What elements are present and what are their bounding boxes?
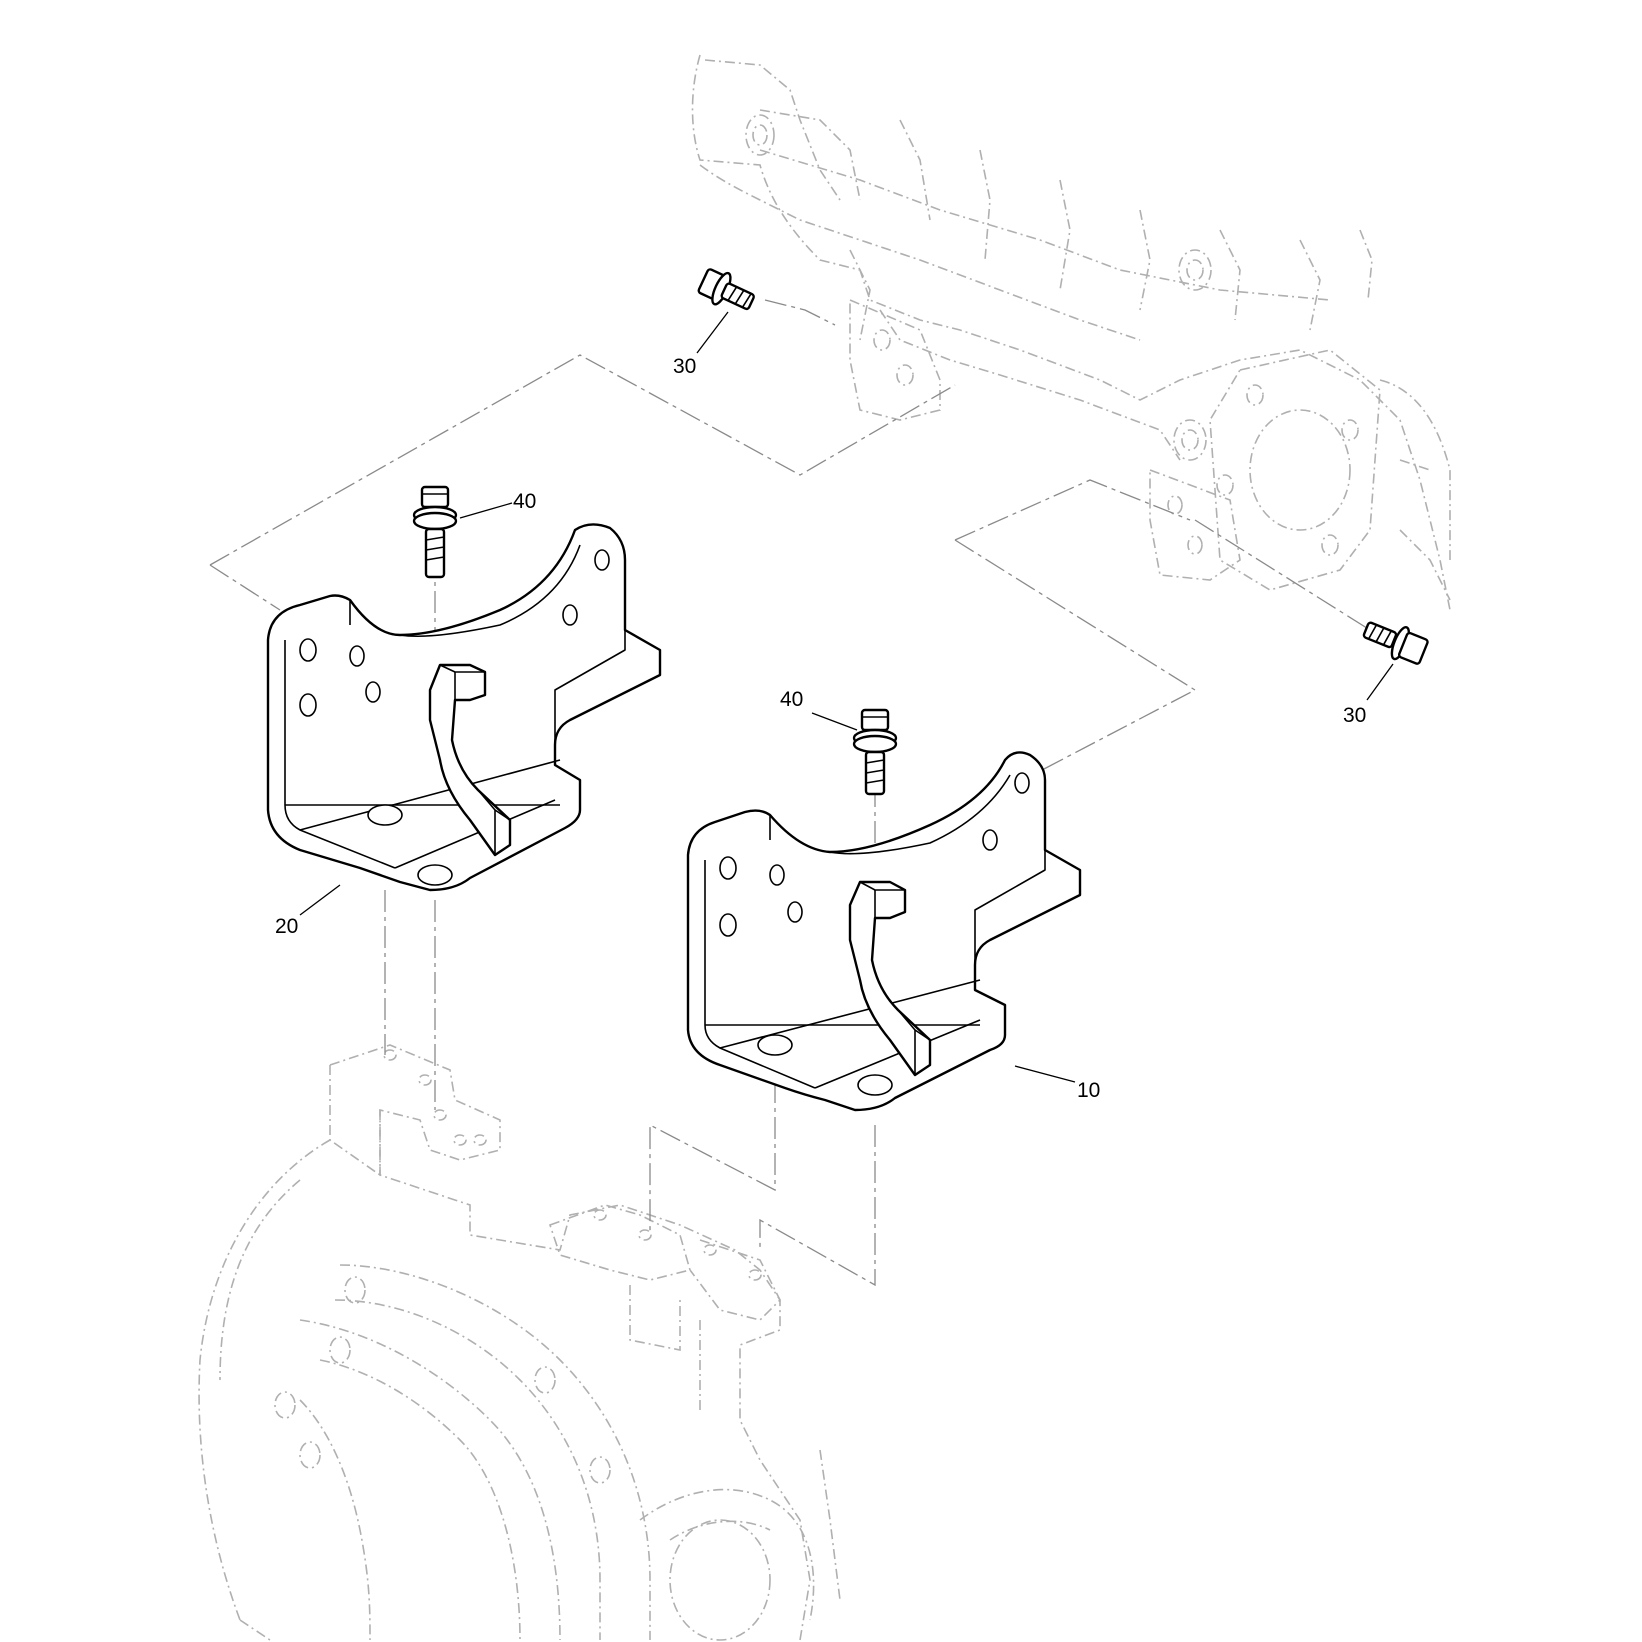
bracket-hole: [787, 901, 803, 923]
bracket-part-10: [686, 751, 1082, 1112]
bracket-hole: [349, 645, 365, 667]
bracket-hole: [857, 1074, 893, 1096]
callout-10: 10: [1077, 1079, 1100, 1102]
bracket-hole: [417, 864, 453, 886]
engine-block-ghost: [691, 54, 1451, 611]
callout-leaders: [299, 311, 1394, 1083]
bracket-hole: [1014, 772, 1030, 794]
callout-40-left: 40: [513, 490, 536, 513]
bracket-hole: [562, 604, 578, 626]
callout-30-top: 30: [673, 355, 696, 378]
callout-40-right: 40: [780, 688, 803, 711]
bracket-part-20: [266, 523, 662, 892]
flange-bolt-40-left: [412, 485, 458, 579]
bracket-hole: [594, 549, 610, 571]
bracket-hole: [719, 856, 737, 880]
transmission-housing-ghost: [198, 1044, 841, 1641]
bracket-hole: [367, 804, 403, 826]
bracket-hole: [719, 913, 737, 937]
bracket-hole: [757, 1034, 793, 1056]
bracket-hole: [299, 638, 317, 662]
bracket-hole: [982, 829, 998, 851]
flange-bolt-40-right: [852, 708, 898, 796]
flange-bolt-30-right: [1362, 621, 1429, 665]
bracket-hole: [365, 681, 381, 703]
callout-30-right: 30: [1343, 704, 1366, 727]
callout-20: 20: [275, 915, 298, 938]
callout-labels: 10 20 30 30 40 40: [275, 355, 1366, 1102]
bracket-hole: [299, 693, 317, 717]
flange-bolt-30-top: [697, 268, 755, 311]
bracket-hole: [769, 864, 785, 886]
